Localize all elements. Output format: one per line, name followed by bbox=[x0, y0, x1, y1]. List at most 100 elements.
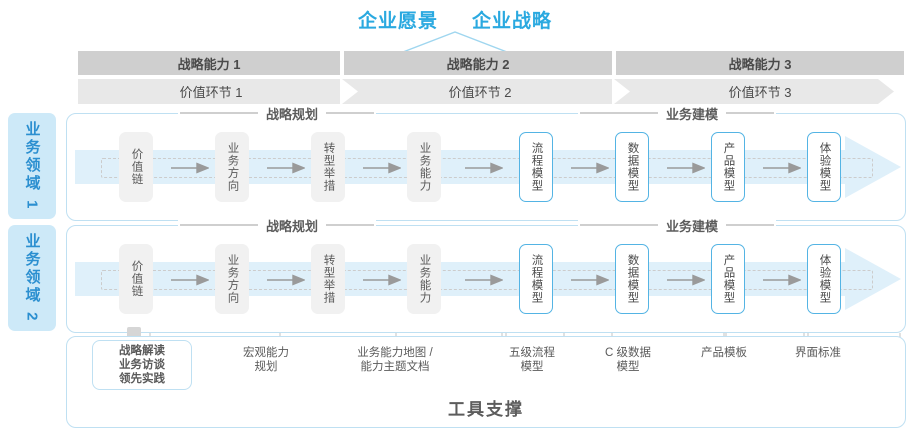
section-caption-planning-1: 战略规划 bbox=[178, 105, 377, 122]
section-caption-planning-2: 战略规划 bbox=[178, 217, 377, 234]
node-label: 体验模型 bbox=[818, 254, 831, 304]
tool-label-capability-map: 业务能力地图 / 能力主题文档 bbox=[330, 346, 460, 374]
section-caption-modeling-1: 业务建模 bbox=[578, 105, 777, 122]
capability-cell-3: 战略能力 3 bbox=[616, 51, 904, 75]
tool-label-line-1: C 级数据 bbox=[605, 347, 651, 359]
chevron-end-icon bbox=[878, 79, 904, 104]
arrow-icon-r1-3 bbox=[363, 162, 401, 174]
node-business-direction-2[interactable]: 业务方向 bbox=[215, 244, 249, 314]
vee-connector-icon bbox=[401, 30, 509, 52]
node-label: 流程模型 bbox=[530, 142, 543, 192]
arrow-icon-r2-3 bbox=[363, 274, 401, 286]
domain-label-1-text: 业务领域 1 bbox=[23, 120, 41, 212]
tool-label-line-2: 模型 bbox=[520, 361, 544, 373]
tool-label-line-2: 能力主题文档 bbox=[360, 361, 430, 373]
arrow-icon-r1-5 bbox=[571, 162, 609, 174]
node-label: 产品模型 bbox=[722, 142, 735, 192]
node-label: 转型举措 bbox=[322, 254, 335, 304]
node-product-model-2[interactable]: 产品模型 bbox=[711, 244, 745, 314]
node-label: 业务方向 bbox=[226, 142, 239, 192]
node-process-model-1[interactable]: 流程模型 bbox=[519, 132, 553, 202]
flow-arrow-background-icon-2 bbox=[75, 248, 901, 310]
flow-arrow-background-icon-1 bbox=[75, 136, 901, 198]
arrow-icon-r1-4 bbox=[465, 162, 503, 174]
section-title: 战略规划 bbox=[266, 106, 319, 122]
node-business-capability-1[interactable]: 业务能力 bbox=[407, 132, 441, 202]
node-label: 业务能力 bbox=[418, 142, 431, 192]
value-chain-row: 价值环节 1 价值环节 2 价值环节 3 bbox=[78, 79, 904, 104]
tool-label-macro-capability: 宏观能力 规划 bbox=[216, 346, 316, 374]
tool-label-product-template: 产品模板 bbox=[678, 346, 770, 360]
arrow-icon-r1-2 bbox=[267, 162, 305, 174]
top-titles: 企业愿景 企业战略 bbox=[0, 6, 910, 33]
node-label: 业务方向 bbox=[226, 254, 239, 304]
tool-label-line-1: 产品模板 bbox=[701, 347, 747, 359]
tool-label-five-level-process: 五级流程 模型 bbox=[486, 346, 578, 374]
node-experience-model-2[interactable]: 体验模型 bbox=[807, 244, 841, 314]
node-label: 业务能力 bbox=[418, 254, 431, 304]
chevron-notch-icon-2 bbox=[612, 79, 638, 104]
tool-label-line-1: 宏观能力 bbox=[243, 347, 289, 359]
node-label: 体验模型 bbox=[818, 142, 831, 192]
value-chain-cell-1: 价值环节 1 bbox=[179, 85, 243, 100]
domain-label-2: 业务领域 2 bbox=[8, 225, 56, 331]
arrow-icon-r2-2 bbox=[267, 274, 305, 286]
capability-cell-2: 战略能力 2 bbox=[344, 51, 612, 75]
chevron-notch-icon-1 bbox=[340, 79, 366, 104]
node-label: 价值链 bbox=[130, 148, 143, 186]
domain-label-1: 业务领域 1 bbox=[8, 113, 56, 219]
value-chain-labels: 价值环节 1 价值环节 2 价值环节 3 bbox=[78, 79, 904, 104]
node-label: 流程模型 bbox=[530, 254, 543, 304]
capability-header-row: 战略能力 1 战略能力 2 战略能力 3 bbox=[78, 51, 904, 75]
arrow-icon-r1-7 bbox=[763, 162, 801, 174]
node-value-chain-2[interactable]: 价值链 bbox=[119, 244, 153, 314]
capability-cell-1: 战略能力 1 bbox=[78, 51, 340, 75]
arrow-icon-r2-7 bbox=[763, 274, 801, 286]
arrow-icon-r1-1 bbox=[171, 162, 209, 174]
node-experience-model-1[interactable]: 体验模型 bbox=[807, 132, 841, 202]
node-label: 数据模型 bbox=[626, 142, 639, 192]
enterprise-vision-title: 企业愿景 bbox=[357, 11, 438, 32]
tool-label-line-2: 模型 bbox=[616, 361, 640, 373]
tool-label-line-2: 规划 bbox=[254, 361, 278, 373]
arrow-icon-r2-5 bbox=[571, 274, 609, 286]
dashed-rail-1 bbox=[101, 158, 873, 178]
section-title: 业务建模 bbox=[666, 218, 719, 234]
node-transformation-measures-2[interactable]: 转型举措 bbox=[311, 244, 345, 314]
tool-label-c-level-data: C 级数据 模型 bbox=[586, 346, 670, 374]
node-process-model-2[interactable]: 流程模型 bbox=[519, 244, 553, 314]
domain-row-1: 价值链 业务方向 转型举措 业务能力 流程模型 数据模型 bbox=[66, 113, 906, 221]
node-value-chain-1[interactable]: 价值链 bbox=[119, 132, 153, 202]
node-data-model-1[interactable]: 数据模型 bbox=[615, 132, 649, 202]
arrow-icon-r2-4 bbox=[465, 274, 503, 286]
dashed-rail-2 bbox=[101, 270, 873, 290]
tool-label-ui-standard: 界面标准 bbox=[772, 346, 864, 360]
value-chain-cell-2: 价值环节 2 bbox=[448, 85, 512, 100]
tool-label-line-1: 五级流程 bbox=[509, 347, 555, 359]
tool-box-line-1: 战略解读 bbox=[119, 345, 165, 357]
domain-row-2: 价值链 业务方向 转型举措 业务能力 流程模型 数据模型 bbox=[66, 225, 906, 333]
node-label: 转型举措 bbox=[322, 142, 335, 192]
section-caption-modeling-2: 业务建模 bbox=[578, 217, 777, 234]
arrow-icon-r2-6 bbox=[667, 274, 705, 286]
node-business-capability-2[interactable]: 业务能力 bbox=[407, 244, 441, 314]
tool-label-line-1: 业务能力地图 / bbox=[357, 347, 433, 359]
node-transformation-measures-1[interactable]: 转型举措 bbox=[311, 132, 345, 202]
node-data-model-2[interactable]: 数据模型 bbox=[615, 244, 649, 314]
tool-box-line-3: 领先实践 bbox=[119, 373, 165, 385]
arrow-icon-r2-1 bbox=[171, 274, 209, 286]
node-business-direction-1[interactable]: 业务方向 bbox=[215, 132, 249, 202]
node-label: 数据模型 bbox=[626, 254, 639, 304]
node-product-model-1[interactable]: 产品模型 bbox=[711, 132, 745, 202]
section-title: 业务建模 bbox=[666, 106, 719, 122]
tool-support-panel: 工具支撑 bbox=[66, 336, 906, 428]
tool-support-title: 工具支撑 bbox=[448, 400, 524, 419]
section-title: 战略规划 bbox=[266, 218, 319, 234]
node-label: 价值链 bbox=[130, 260, 143, 298]
node-label: 产品模型 bbox=[722, 254, 735, 304]
tool-label-line-1: 界面标准 bbox=[795, 347, 841, 359]
tool-box-strategy[interactable]: 战略解读 业务访谈 领先实践 bbox=[92, 340, 192, 390]
value-chain-cell-3: 价值环节 3 bbox=[728, 85, 792, 100]
tool-box-line-2: 业务访谈 bbox=[119, 359, 165, 371]
